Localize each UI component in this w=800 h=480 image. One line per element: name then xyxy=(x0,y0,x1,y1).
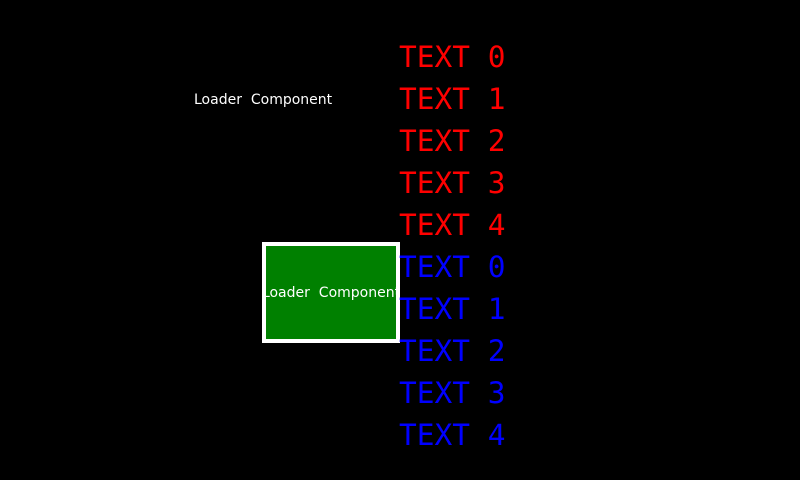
red-text-row-1: TEXT 1 xyxy=(399,82,506,116)
loader-component-label: Loader Component xyxy=(194,92,333,108)
blue-text-row-0: TEXT 0 xyxy=(399,250,506,284)
red-text-row-2: TEXT 2 xyxy=(399,124,506,158)
text-list: TEXT 0 TEXT 1 TEXT 2 TEXT 3 TEXT 4 TEXT … xyxy=(399,36,506,456)
red-text-row-4: TEXT 4 xyxy=(399,208,506,242)
blue-text-row-4: TEXT 4 xyxy=(399,418,506,452)
red-text-row-3: TEXT 3 xyxy=(399,166,506,200)
red-text-row-0: TEXT 0 xyxy=(399,40,506,74)
loader-component-box-label: Loader Component xyxy=(261,284,401,301)
blue-text-row-1: TEXT 1 xyxy=(399,292,506,326)
blue-text-row-3: TEXT 3 xyxy=(399,376,506,410)
blue-text-row-2: TEXT 2 xyxy=(399,334,506,368)
loader-component-box[interactable]: Loader Component xyxy=(262,242,400,343)
